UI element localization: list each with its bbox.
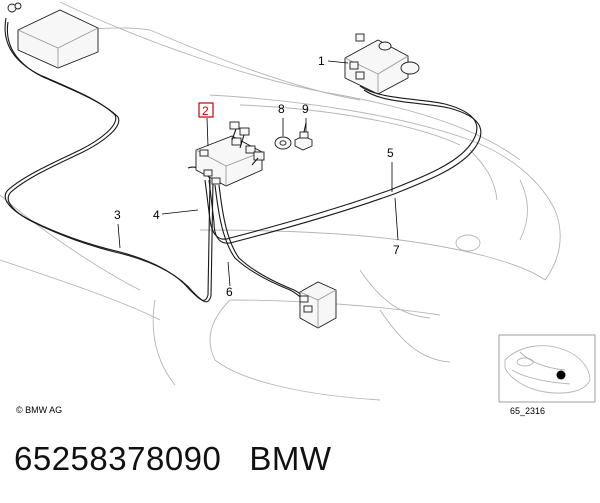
callout-6: 6 xyxy=(226,285,233,299)
callout-8: 8 xyxy=(278,102,285,116)
callout-5: 5 xyxy=(387,146,394,160)
parts-diagram: 1 2 3 4 5 6 7 8 9 © BMW AG 65_2316 xyxy=(0,1,596,416)
location-marker xyxy=(556,370,566,380)
rear-window-antenna-module xyxy=(344,33,420,95)
antenna-amplifier xyxy=(195,135,263,187)
brand-name: BMW xyxy=(249,440,332,477)
callout-2-highlighted: 2 xyxy=(198,102,214,118)
callout-2: 2 xyxy=(202,104,209,118)
screw-part-9 xyxy=(294,122,313,151)
top-left-connector xyxy=(7,2,22,13)
part-number: 65258378090 xyxy=(14,440,222,477)
callout-7: 7 xyxy=(393,243,400,257)
locator-inset xyxy=(498,334,596,403)
copyright-text: © BMW AG xyxy=(16,405,62,415)
cable-3 xyxy=(4,17,211,301)
amplifier-connectors xyxy=(229,121,265,166)
leader-lines xyxy=(117,60,399,287)
part-caption: 65258378090 BMW xyxy=(14,440,594,484)
callout-4: 4 xyxy=(153,208,160,222)
car-body-outline xyxy=(0,1,561,401)
callout-9: 9 xyxy=(302,102,309,116)
callout-3: 3 xyxy=(114,208,121,222)
cable-5 xyxy=(204,85,478,240)
front-module-box xyxy=(17,9,99,69)
washer-part-8 xyxy=(274,136,292,150)
diagram-reference: 65_2316 xyxy=(510,406,545,416)
cable-7 xyxy=(208,89,482,244)
trunk-connector-box xyxy=(299,281,337,329)
callout-1: 1 xyxy=(318,54,325,68)
